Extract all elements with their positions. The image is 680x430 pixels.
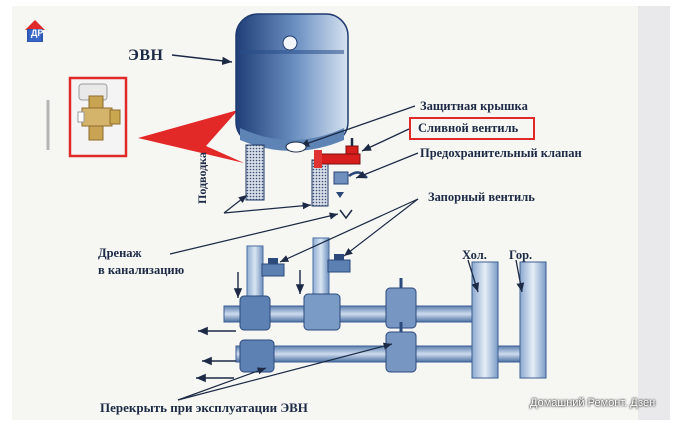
shutoff-leader-1	[279, 198, 419, 263]
hot-arrow	[515, 259, 525, 293]
drainage-label-line1: Дренаж	[98, 246, 142, 260]
safety-valve-leader	[355, 152, 419, 179]
shutoff-valve-label: Запорный вентиль	[428, 190, 535, 204]
tee-fitting-left-upper	[239, 295, 271, 331]
page-edge	[638, 6, 670, 420]
tee-fitting-mid	[303, 293, 341, 331]
logo-text: ДР	[31, 28, 44, 38]
water-heater-tank	[235, 13, 349, 151]
safety-valve-label: Предохранительный клапан	[420, 146, 582, 160]
supply-leader-1	[223, 194, 248, 214]
valve-body-lower	[385, 331, 417, 373]
supply-stub-left	[245, 144, 265, 201]
protective-cover-label: Защитная крышка	[420, 99, 528, 113]
tee-fitting-left-lower	[239, 339, 275, 373]
drain-valve-icon	[314, 138, 361, 168]
hot-riser	[519, 261, 547, 379]
valve-photo-inset	[68, 76, 128, 158]
logo-icon	[25, 20, 45, 42]
evn-label: ЭВН	[128, 47, 164, 64]
watermark: Домашний Ремонт. Дзен	[530, 397, 656, 409]
drain-funnel-icon	[339, 209, 353, 220]
drain-valve-highlight-box	[409, 117, 535, 140]
cold-arrow	[467, 259, 480, 293]
evn-leader	[171, 54, 233, 66]
supply-label: Подводка	[195, 152, 209, 204]
pipe-vertical-right	[312, 237, 330, 303]
shutoff-valve-left	[261, 258, 285, 277]
footer-leader-2	[177, 342, 393, 401]
shutoff-leader-2	[343, 198, 419, 257]
cover-leader	[299, 105, 416, 147]
cold-riser	[471, 261, 499, 379]
drain-valve-label: Сливной вентиль	[418, 121, 519, 135]
shutoff-valve-right	[327, 254, 351, 273]
footer-leader-1	[177, 367, 267, 401]
supply-leader-2	[223, 202, 312, 214]
footer-caption: Перекрыть при эксплуатации ЭВН	[100, 400, 308, 415]
cold-label: Хол.	[462, 248, 487, 262]
drain-valve-leader	[361, 128, 410, 152]
red-pointer-arrow	[138, 110, 244, 163]
drainage-leader	[169, 212, 339, 255]
hot-label: Гор.	[509, 248, 533, 262]
drainage-label-line2: в канализацию	[98, 263, 185, 277]
